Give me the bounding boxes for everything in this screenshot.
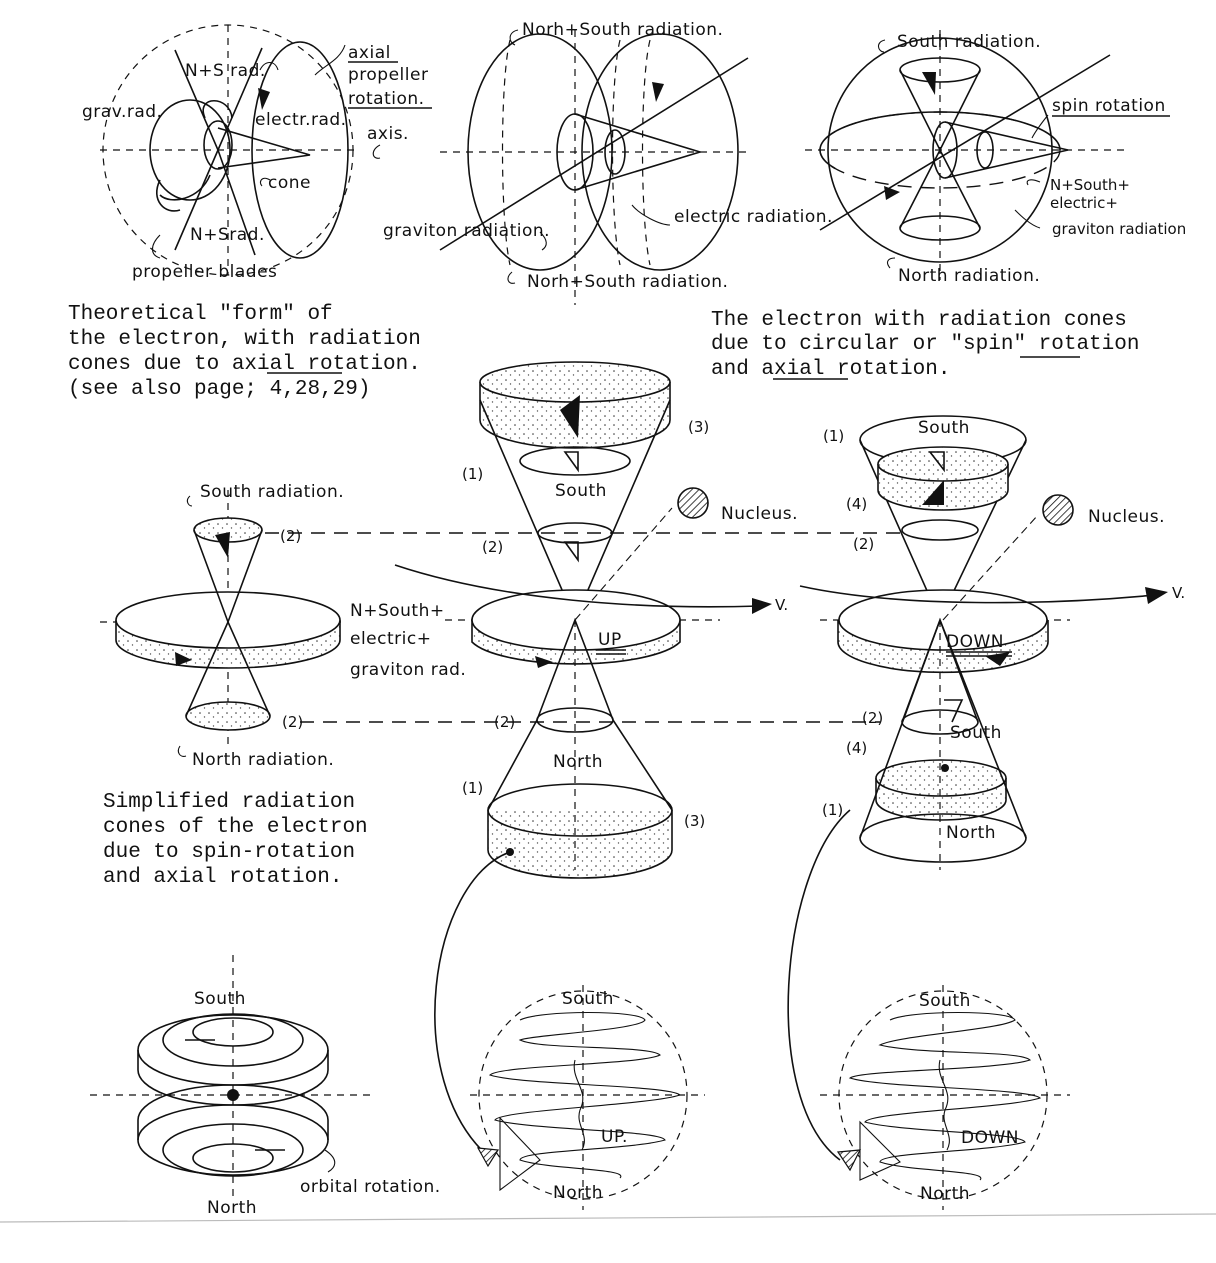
- caption-theoretical-line-4: (see also page; 4,28,29): [68, 378, 370, 401]
- label-grav-rad: grav.rad.: [82, 102, 162, 122]
- label-n2-2: (2): [282, 713, 303, 731]
- label-orbital-rotation: orbital rotation.: [300, 1177, 441, 1197]
- label-south-right-2: South: [950, 723, 1002, 743]
- label-north-br: North: [920, 1184, 970, 1204]
- label-n2-4: (2): [494, 713, 515, 731]
- label-n1-b: (1): [462, 779, 483, 797]
- label-graviton-radiation: graviton radiation.: [383, 221, 550, 241]
- label-electr-rad: electr.rad.: [255, 110, 347, 130]
- middle-left-figure: [100, 490, 345, 757]
- label-ns-rad-top: N+S rad.: [185, 61, 266, 81]
- label-n1-d: (1): [822, 801, 843, 819]
- label-rotation: rotation.: [348, 89, 425, 109]
- caption-simplified-line-1: Simplified radiation: [103, 791, 355, 814]
- label-n2-1: (2): [280, 527, 301, 545]
- bottom-middle-figure: [470, 985, 705, 1210]
- label-n2-5: (2): [853, 535, 874, 553]
- caption-simplified-line-2: cones of the electron: [103, 816, 368, 839]
- label-ns-electric-1: N+South+: [1050, 176, 1130, 194]
- label-n1-a: (1): [462, 465, 483, 483]
- label-north-bl: North: [207, 1198, 257, 1218]
- label-cone: cone: [268, 173, 311, 193]
- label-n4-a: (4): [846, 495, 867, 513]
- caption-simplified: Simplified radiation cones of the electr…: [103, 791, 368, 889]
- label-n1-c: (1): [823, 427, 844, 445]
- caption-simplified-line-4: and axial rotation.: [103, 866, 342, 889]
- label-north-south-radiation-top: Norh+South radiation.: [522, 20, 723, 40]
- label-n4-b: (4): [846, 739, 867, 757]
- label-south-bl: South: [194, 989, 246, 1009]
- label-ns-electric-3: graviton radiation: [1052, 220, 1186, 238]
- label-n2-6: (2): [862, 709, 883, 727]
- label-north-radiation: North radiation.: [898, 266, 1040, 286]
- label-north-right: North: [946, 823, 996, 843]
- label-propeller: propeller: [348, 65, 428, 85]
- label-up-2: UP.: [601, 1127, 628, 1147]
- label-south-br: South: [919, 991, 971, 1011]
- label-down-1: DOWN: [946, 632, 1004, 652]
- label-n2-3: (2): [482, 538, 503, 556]
- caption-electron-cones: The electron with radiation cones due to…: [711, 309, 1139, 381]
- label-south-radiation-2: South radiation.: [200, 482, 344, 502]
- caption-simplified-line-3: due to spin-rotation: [103, 841, 355, 864]
- label-ns-electric-2: electric+: [1050, 194, 1118, 212]
- label-south-mid: South: [555, 481, 607, 501]
- label-south-bm: South: [562, 989, 614, 1009]
- label-v-1: V.: [775, 596, 788, 614]
- label-north-bm: North: [553, 1183, 603, 1203]
- page-edge-line: [0, 1213, 1216, 1223]
- label-v-2: V.: [1172, 584, 1185, 602]
- caption-electron-cones-line-3: and axial rotation.: [711, 358, 950, 381]
- label-north-south-radiation-bottom: Norh+South radiation.: [527, 272, 728, 292]
- middle-center-figure: [394, 361, 772, 1159]
- label-electric-a: electric+: [350, 629, 431, 649]
- label-nsouth-a: N+South+: [350, 601, 445, 621]
- caption-theoretical-line-1: Theoretical "form" of: [68, 303, 333, 326]
- label-propeller-blades: propeller blades: [132, 262, 277, 282]
- label-electric-radiation: electric radiation.: [674, 207, 833, 227]
- bottom-right-figure: [820, 985, 1070, 1210]
- label-north-radiation-2: North radiation.: [192, 750, 334, 770]
- label-axial: axial: [348, 43, 391, 63]
- bottom-left-figure: [90, 955, 375, 1200]
- label-n3-b: (3): [684, 812, 705, 830]
- label-graviton-rad-a: graviton rad.: [350, 660, 466, 680]
- label-nucleus-1: Nucleus.: [721, 504, 798, 524]
- label-down-2: DOWN: [961, 1128, 1019, 1148]
- label-n3-a: (3): [688, 418, 709, 436]
- label-north-mid: North: [553, 752, 603, 772]
- label-ns-rad-bottom: N+Srad.: [190, 225, 265, 245]
- label-south-radiation: South radiation.: [897, 32, 1041, 52]
- caption-theoretical-line-2: the electron, with radiation: [68, 328, 421, 351]
- label-south-right: South: [918, 418, 970, 438]
- caption-theoretical: Theoretical "form" of the electron, with…: [68, 303, 421, 401]
- middle-right-figure: [787, 415, 1168, 1161]
- label-nucleus-2: Nucleus.: [1088, 507, 1165, 527]
- top-left-figure: [100, 24, 381, 276]
- caption-electron-cones-line-2: due to circular or "spin" rotation: [711, 333, 1139, 356]
- top-middle-figure: [439, 29, 749, 305]
- label-axis: axis.: [367, 124, 409, 144]
- label-spin-rotation: spin rotation: [1052, 96, 1166, 116]
- top-right-figure: [805, 30, 1130, 280]
- caption-electron-cones-line-1: The electron with radiation cones: [711, 309, 1127, 332]
- caption-theoretical-line-3: cones due to axial rotation.: [68, 353, 421, 376]
- label-up-1: UP: [598, 630, 622, 650]
